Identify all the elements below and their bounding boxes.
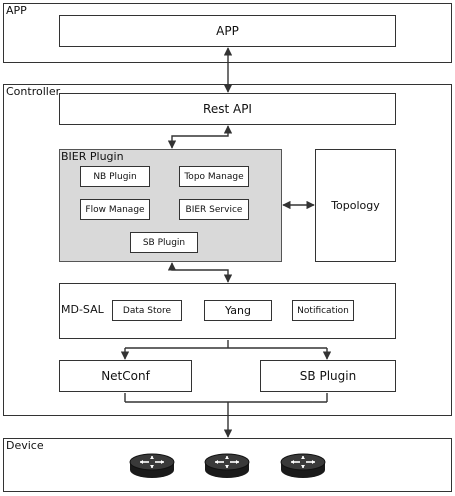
notification-box: Notification — [292, 300, 354, 321]
bier-plugin-label: BIER Plugin — [61, 150, 124, 163]
bier-sb-plugin-box: SB Plugin — [130, 232, 198, 253]
sb-plugin-box: SB Plugin — [260, 360, 396, 392]
controller-region-label: Controller — [6, 85, 61, 98]
yang-box: Yang — [204, 300, 272, 321]
router-icon — [129, 453, 175, 478]
bier-mdsal-connector — [167, 262, 233, 283]
md-sal-label: MD-SAL — [61, 303, 104, 316]
flow-manage-box: Flow Manage — [80, 199, 150, 220]
nb-plugin-box: NB Plugin — [80, 166, 150, 187]
app-box: APP — [59, 15, 396, 47]
bier-service-box: BIER Service — [179, 199, 249, 220]
app-region-label: APP — [6, 4, 27, 17]
router-icons — [129, 453, 326, 478]
router-icon — [204, 453, 250, 478]
topology-box: Topology — [315, 149, 396, 262]
data-store-box: Data Store — [112, 300, 182, 321]
netconf-box: NetConf — [59, 360, 192, 392]
rest-bier-connector — [167, 125, 233, 149]
topo-manage-box: Topo Manage — [179, 166, 249, 187]
device-region-label: Device — [6, 439, 44, 452]
rest-api-box: Rest API — [59, 93, 396, 125]
router-icon — [280, 453, 326, 478]
